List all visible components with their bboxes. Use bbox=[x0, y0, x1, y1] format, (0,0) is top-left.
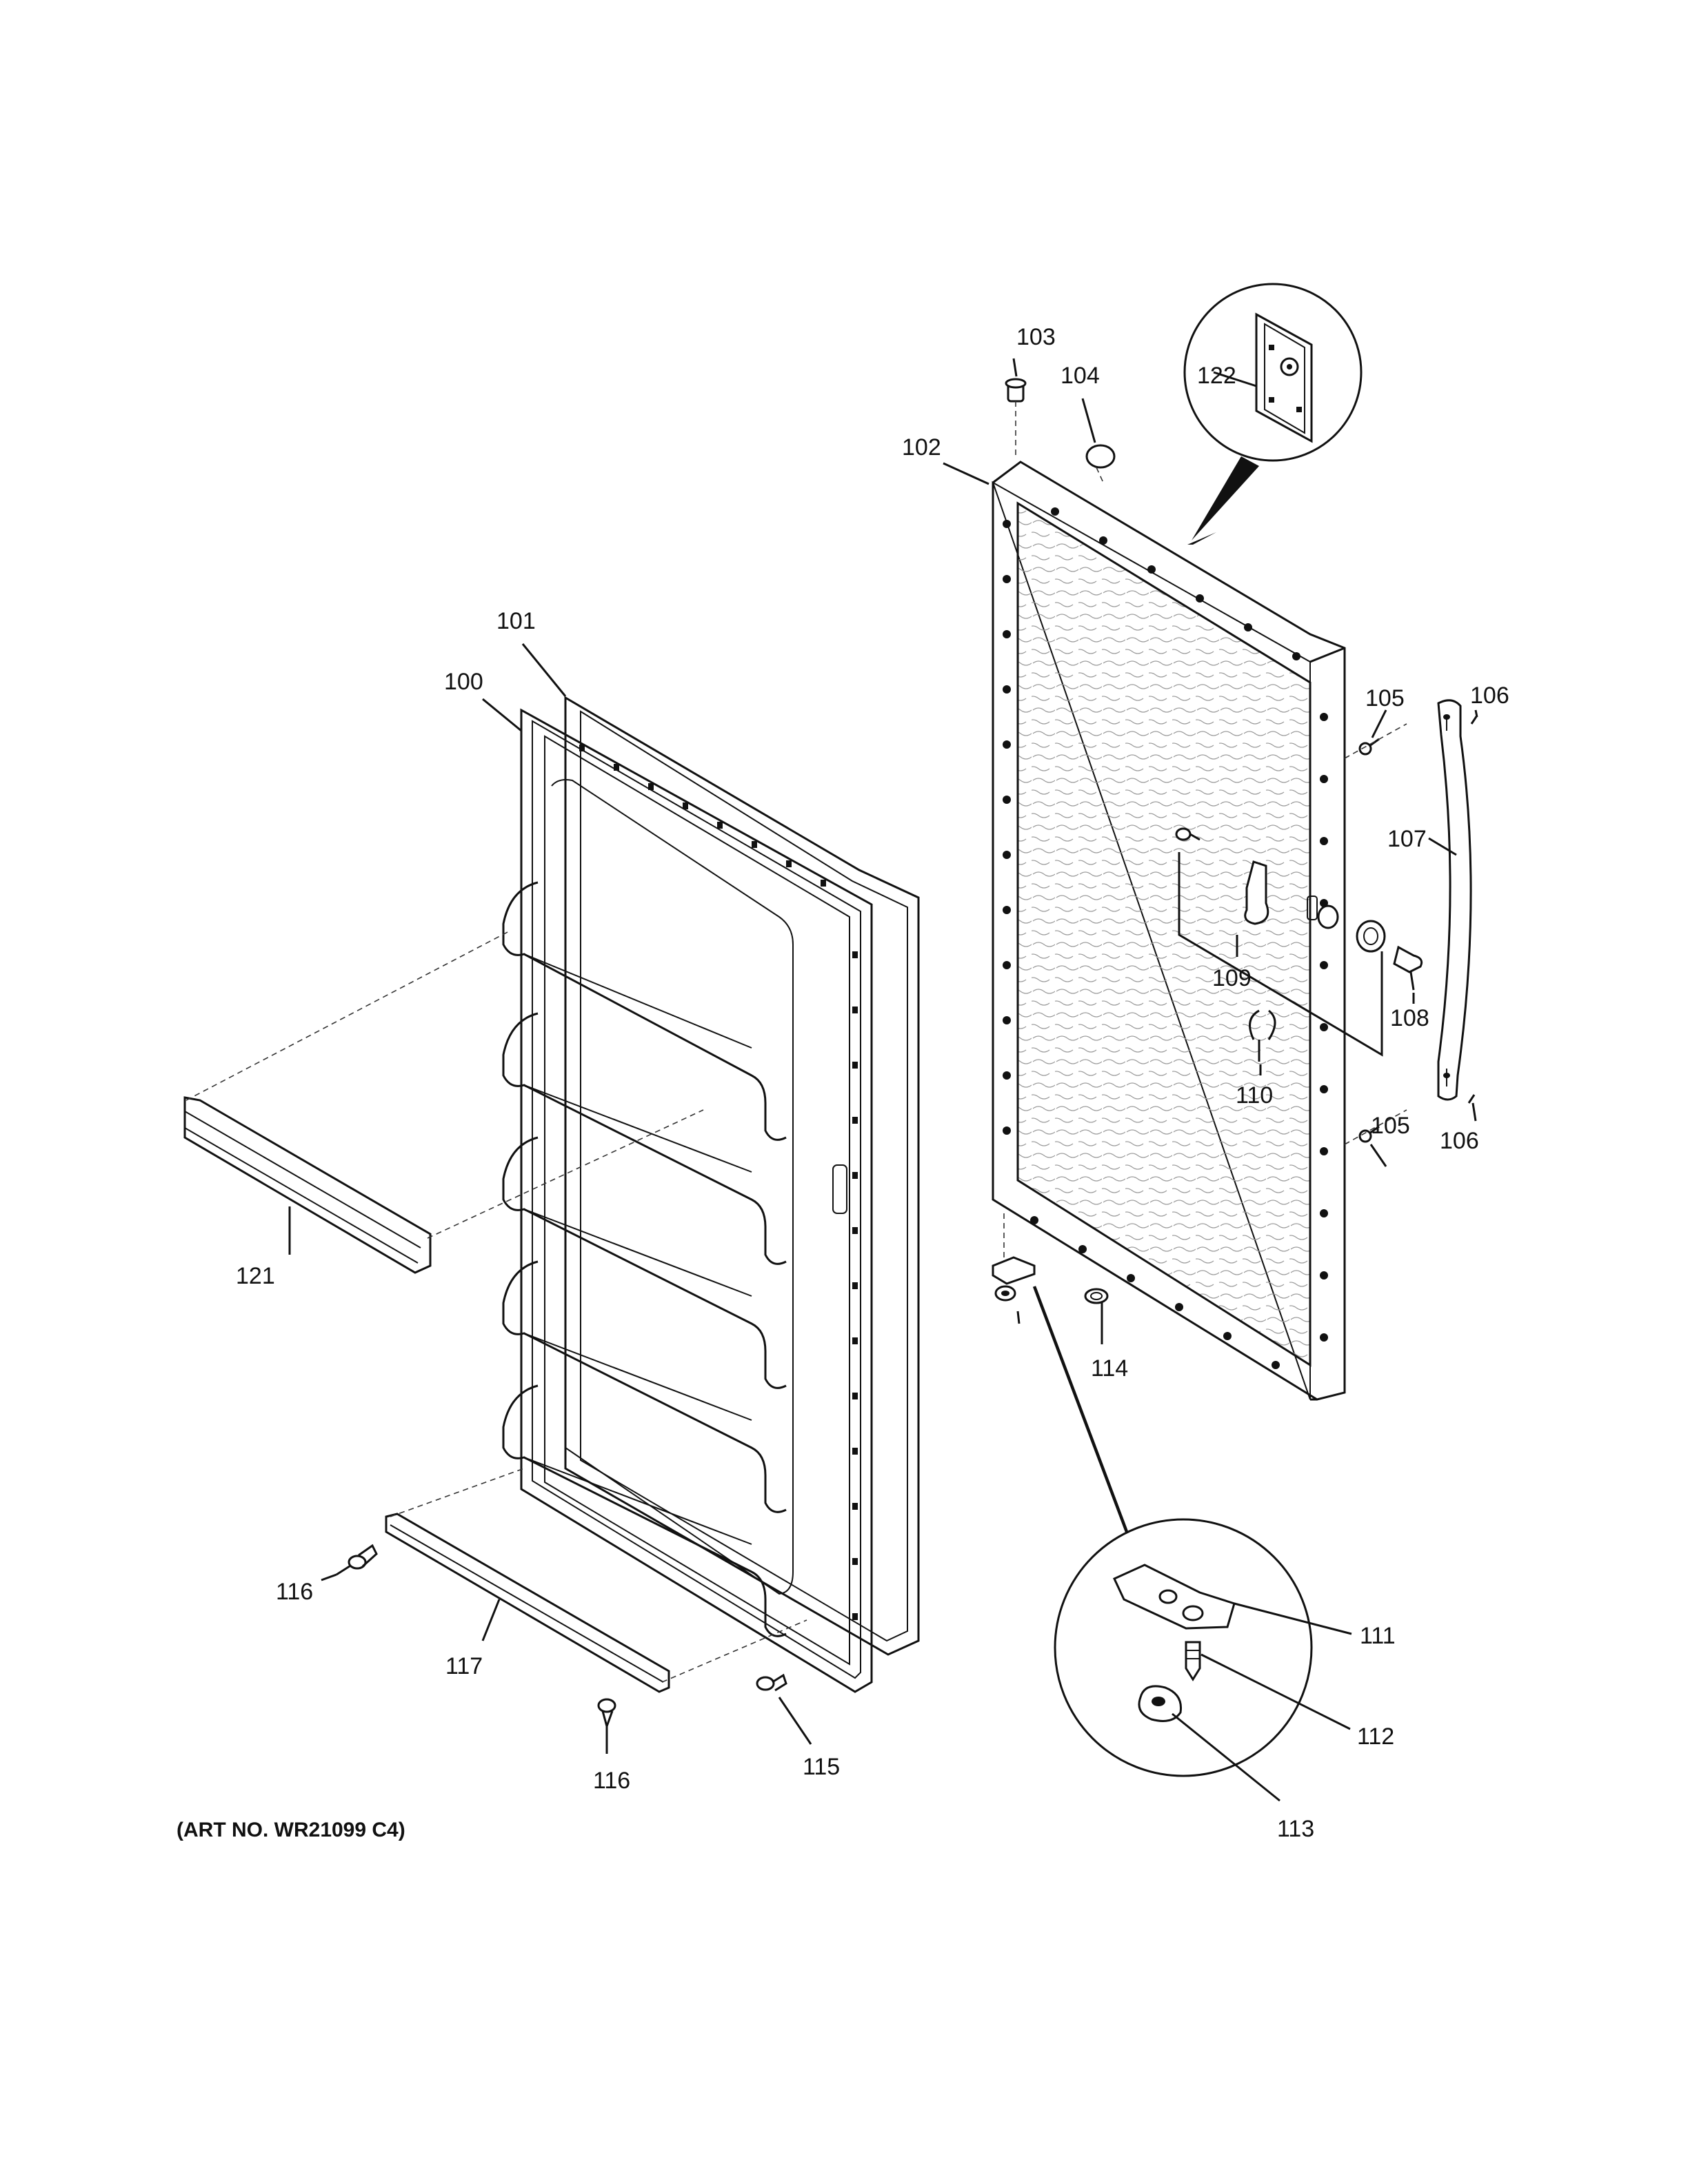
label-104: 104 bbox=[1061, 363, 1100, 389]
shelf-bar-guide-lower bbox=[427, 1109, 704, 1239]
cover-104 bbox=[1085, 444, 1116, 483]
rivet-116-upper bbox=[336, 1544, 378, 1576]
label-113: 113 bbox=[1277, 1816, 1314, 1842]
door-gasket bbox=[564, 696, 920, 1656]
label-105-lower: 105 bbox=[1371, 1113, 1410, 1139]
door-liner bbox=[502, 708, 873, 1693]
label-115: 115 bbox=[803, 1754, 840, 1780]
hinge-callout-circle bbox=[1054, 1518, 1313, 1777]
label-121: 121 bbox=[236, 1263, 275, 1289]
label-105-upper: 105 bbox=[1365, 685, 1405, 711]
handle-guide-lower bbox=[1344, 1109, 1407, 1145]
label-102: 102 bbox=[902, 434, 941, 461]
plug-103 bbox=[1005, 378, 1027, 455]
label-111: 111 bbox=[1360, 1623, 1396, 1649]
rivet-116-lower bbox=[597, 1698, 616, 1744]
liner-edge-holes bbox=[852, 951, 858, 1620]
label-107: 107 bbox=[1387, 826, 1427, 852]
callout-122-circle bbox=[1183, 283, 1363, 545]
handle-guide-upper bbox=[1344, 723, 1407, 759]
liner-clip-holes bbox=[579, 745, 826, 887]
label-110: 110 bbox=[1236, 1082, 1273, 1109]
label-122: 122 bbox=[1197, 363, 1236, 389]
label-106-upper: 106 bbox=[1470, 682, 1509, 709]
shelf-bar bbox=[183, 1096, 432, 1274]
door-bins bbox=[502, 881, 787, 1637]
label-109: 109 bbox=[1212, 965, 1252, 991]
label-114: 114 bbox=[1091, 1355, 1128, 1382]
hinge-callout-line bbox=[1032, 1286, 1129, 1533]
label-106-lower: 106 bbox=[1440, 1128, 1479, 1154]
art-number: (ART NO. WR21099 C4) bbox=[177, 1819, 405, 1841]
handle-screw-106-lower bbox=[1467, 1094, 1476, 1104]
label-116-upper: 116 bbox=[276, 1579, 313, 1605]
trim-guide-lower bbox=[661, 1619, 807, 1683]
part-labels: 101 100 102 103 104 122 105 106 107 108 … bbox=[236, 324, 1509, 1842]
label-100: 100 bbox=[444, 669, 483, 695]
trim-guide-upper bbox=[390, 1468, 525, 1517]
label-116-lower: 116 bbox=[593, 1768, 630, 1794]
rivet-115 bbox=[756, 1673, 787, 1692]
handle-screw-105-lower bbox=[1358, 1125, 1380, 1143]
handle-screw-105-upper bbox=[1358, 738, 1380, 756]
label-103: 103 bbox=[1016, 324, 1056, 350]
label-112: 112 bbox=[1357, 1723, 1394, 1750]
outer-door-panel bbox=[992, 461, 1346, 1401]
leader-lines bbox=[288, 358, 1478, 1802]
label-117: 117 bbox=[445, 1653, 483, 1679]
clip-110 bbox=[1249, 1009, 1276, 1062]
panel-screw-holes bbox=[1003, 507, 1328, 1369]
shelf-bar-guide-upper bbox=[185, 930, 511, 1101]
door-handle bbox=[1437, 699, 1472, 1101]
hinge-parts-small bbox=[992, 1213, 1109, 1324]
lock-assembly bbox=[1175, 827, 1423, 1057]
label-101: 101 bbox=[496, 608, 536, 634]
bottom-trim-strip bbox=[385, 1513, 670, 1693]
label-108: 108 bbox=[1390, 1005, 1429, 1031]
